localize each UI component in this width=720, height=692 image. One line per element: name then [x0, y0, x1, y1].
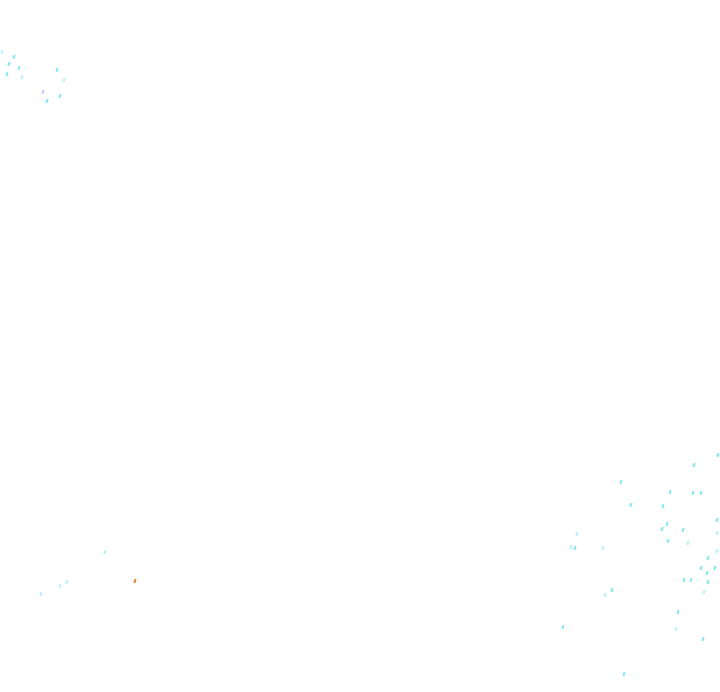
- noise-speckle: [575, 531, 579, 537]
- noise-speckle: [682, 577, 686, 583]
- noise-speckle: [622, 671, 626, 677]
- noise-speckle: [660, 526, 664, 532]
- noise-speckle: [569, 544, 573, 550]
- noise-speckle: [691, 490, 695, 496]
- noise-speckle: [58, 583, 62, 589]
- noise-speckle: [699, 565, 703, 571]
- noise-speckle: [45, 98, 49, 104]
- noise-speckle: [702, 589, 706, 595]
- noise-speckle: [681, 527, 685, 533]
- noise-speckle: [103, 549, 107, 555]
- noise-speckle: [5, 71, 9, 77]
- noise-speckle: [573, 545, 577, 551]
- noise-speckle: [12, 54, 16, 60]
- noise-speckle: [62, 77, 66, 83]
- noise-speckle: [65, 579, 69, 585]
- noise-speckle: [715, 530, 719, 536]
- noise-speckle: [689, 577, 693, 583]
- noise-speckle: [661, 503, 665, 509]
- noise-speckle: [715, 548, 719, 554]
- noise-speckle: [699, 490, 703, 496]
- noise-speckle: [676, 609, 680, 615]
- noise-speckle: [665, 521, 669, 527]
- noise-speckle: [701, 636, 705, 642]
- noise-speckle: [55, 67, 59, 73]
- noise-speckle: [705, 570, 709, 576]
- noise-speckle: [674, 626, 678, 632]
- noise-speckle: [666, 538, 670, 544]
- noise-speckle: [706, 579, 710, 585]
- speckle-group: [0, 49, 720, 677]
- noise-speckle: [692, 462, 696, 468]
- noise-speckle: [39, 591, 43, 597]
- noise-speckle: [715, 517, 719, 523]
- noise-speckle: [716, 452, 720, 458]
- noise-speckle: [610, 587, 614, 593]
- noise-speckle: [41, 89, 45, 95]
- noise-speckle: [668, 489, 672, 495]
- noise-speckle: [603, 592, 607, 598]
- noise-speckle: [601, 545, 605, 551]
- noise-speckle: [713, 565, 717, 571]
- noise-speckle: [686, 540, 690, 546]
- noise-speckle: [17, 65, 21, 71]
- noise-speckle: [706, 555, 710, 561]
- noise-speckle: [133, 578, 137, 584]
- noise-speckle: [0, 49, 4, 55]
- noise-speckle: [58, 93, 62, 99]
- noise-speckle: [7, 61, 11, 67]
- noise-speckle: [20, 74, 24, 80]
- noise-speckle: [629, 502, 633, 508]
- noise-speckle: [619, 479, 623, 485]
- noise-speckle: [561, 624, 565, 630]
